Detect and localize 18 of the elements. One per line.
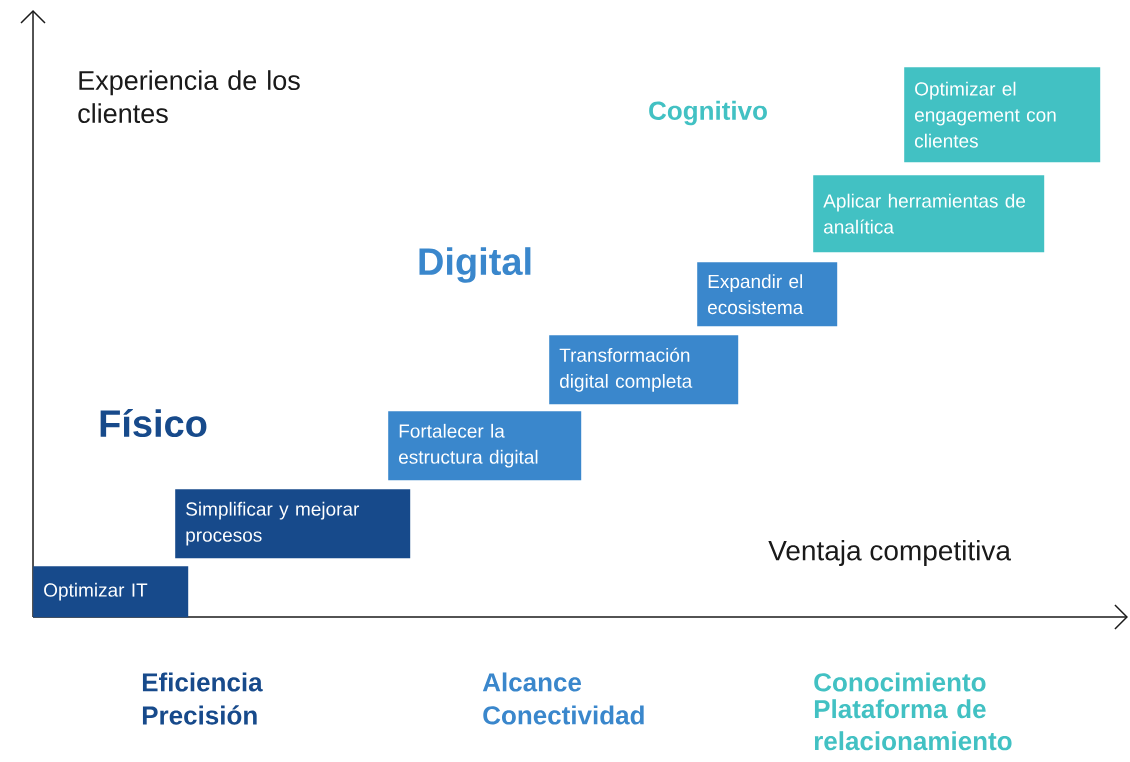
stage-attribute: Plataforma de relacionamiento (814, 699, 1012, 751)
axis-label: Experiencia de los clientes (78, 70, 300, 124)
step-box: Aplicar herramientas de analítica (813, 175, 1045, 253)
step-box: Expandir el ecosistema (697, 262, 838, 327)
axis-label: Ventaja competitiva (768, 539, 1011, 567)
stage-heading: Cognitivo (649, 100, 767, 126)
stage-attribute: Precisión (142, 705, 257, 725)
step-box: Fortalecer la estructura digital (388, 411, 582, 481)
stage-heading: Físico (100, 408, 207, 438)
step-box: Optimizar IT (33, 566, 189, 618)
stage-attribute: Conocimiento (814, 672, 986, 692)
step-box: Optimizar el engagement con clientes (904, 67, 1101, 163)
stage-attribute: Eficiencia (142, 672, 263, 692)
stage-attribute: Conectividad (483, 705, 644, 725)
stage-heading: Digital (419, 247, 531, 283)
step-box: Transformación digital completa (549, 335, 739, 405)
step-box: Simplificar y mejorar procesos (175, 489, 411, 559)
stage-attribute: Alcance (482, 672, 582, 692)
